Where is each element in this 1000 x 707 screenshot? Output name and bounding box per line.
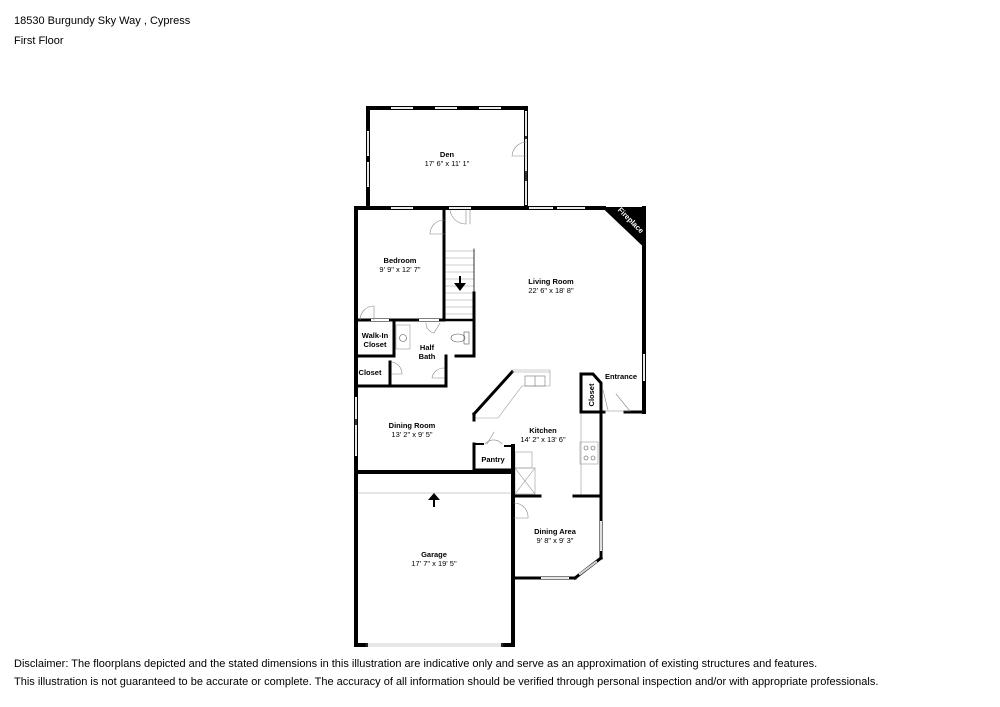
entrance-closet-walls: [579, 372, 646, 498]
dining-area-name: Dining Area: [534, 527, 577, 536]
bedroom-dims: 9' 9" x 12' 7": [379, 265, 420, 274]
living-room-dims: 22' 6" x 18' 8": [528, 286, 574, 295]
bedroom-walls: [354, 206, 471, 322]
pantry-walls: [472, 431, 515, 472]
disclaimer-line-1: Disclaimer: The floorplans depicted and …: [14, 658, 818, 670]
property-address: 18530 Burgundy Sky Way , Cypress: [14, 15, 191, 27]
walk-in-closet-name-2: Closet: [364, 340, 387, 349]
living-room-name: Living Room: [528, 277, 574, 286]
closet-left-name: Closet: [359, 368, 382, 377]
kitchen-island: [471, 369, 551, 422]
kitchen-name: Kitchen: [529, 426, 557, 435]
fireplace-shape: [601, 207, 645, 249]
garage-name: Garage: [421, 550, 447, 559]
dining-room-dims: 13' 2" x 9' 5": [391, 430, 432, 439]
pantry-name: Pantry: [481, 455, 505, 464]
disclaimer-line-2: This illustration is not guaranteed to b…: [14, 676, 879, 688]
den-dims: 17' 6" x 11' 1": [425, 159, 470, 168]
dining-area-dims: 9' 8" x 9' 3": [537, 536, 574, 545]
refrigerator: [514, 451, 536, 495]
walk-in-closet-name-1: Walk-In: [362, 331, 389, 340]
den-name: Den: [440, 150, 455, 159]
dining-room-name: Dining Room: [389, 421, 436, 430]
bedroom-name: Bedroom: [384, 256, 417, 265]
entrance-closet-name: Closet: [587, 383, 596, 406]
den-walls: [366, 106, 528, 210]
half-bath-name-2: Bath: [419, 352, 436, 361]
kitchen-dims: 14' 2" x 13' 6": [520, 435, 566, 444]
entrance-name: Entrance: [605, 372, 637, 381]
dining-area-walls: [511, 494, 604, 581]
halfbath-walls: [354, 291, 476, 388]
floor-label: First Floor: [14, 35, 64, 47]
garage-dims: 17' 7" x 19' 5": [411, 559, 457, 568]
garage-up-arrow-icon: [428, 493, 440, 500]
kitchen-counter-right: [579, 413, 599, 497]
half-bath-name-1: Half: [420, 343, 435, 352]
